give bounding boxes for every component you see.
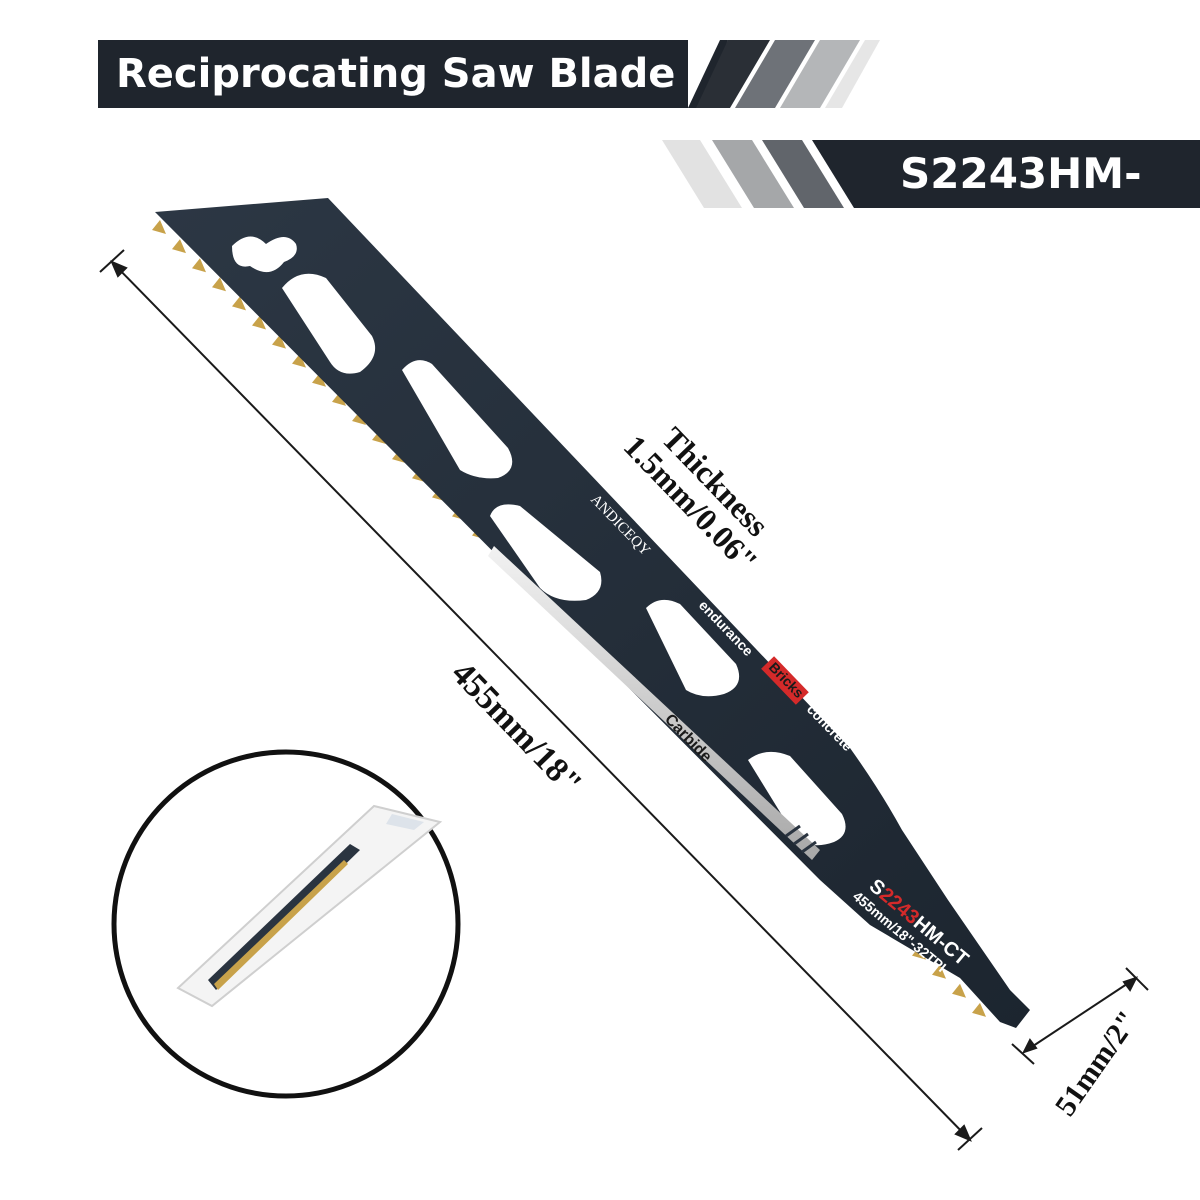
tooth [332, 391, 346, 406]
tooth [272, 334, 286, 349]
tooth [932, 964, 946, 979]
tooth [152, 220, 166, 234]
tooth [292, 353, 306, 368]
strip-chevrons [785, 824, 817, 854]
cutout-1 [282, 273, 376, 374]
tooth [192, 258, 206, 273]
title-banner: Reciprocating Saw Blade [98, 40, 688, 108]
tooth [312, 372, 326, 387]
model-banner: S2243HM-CT [870, 140, 1200, 266]
bricks-badge [761, 656, 809, 705]
cutout-2 [402, 360, 513, 479]
tooth [372, 430, 386, 445]
model-stripes [662, 140, 870, 208]
tooth [212, 277, 226, 292]
length-dimension [99, 249, 983, 1151]
tooth [172, 239, 186, 254]
tooth [972, 1002, 986, 1017]
package-photo [176, 804, 443, 1008]
cutout-4 [646, 599, 740, 697]
tooth [952, 983, 966, 998]
tooth [252, 315, 266, 330]
carbide-strip [488, 546, 820, 860]
cutout-5 [748, 751, 846, 846]
title-stripes [688, 40, 880, 108]
tooth [352, 410, 366, 425]
cutout-3 [490, 504, 602, 601]
tooth [232, 296, 246, 311]
height-label: 51mm/2" [1049, 1005, 1145, 1122]
height-dimension [1011, 967, 1149, 1065]
hang-hole [232, 236, 297, 273]
